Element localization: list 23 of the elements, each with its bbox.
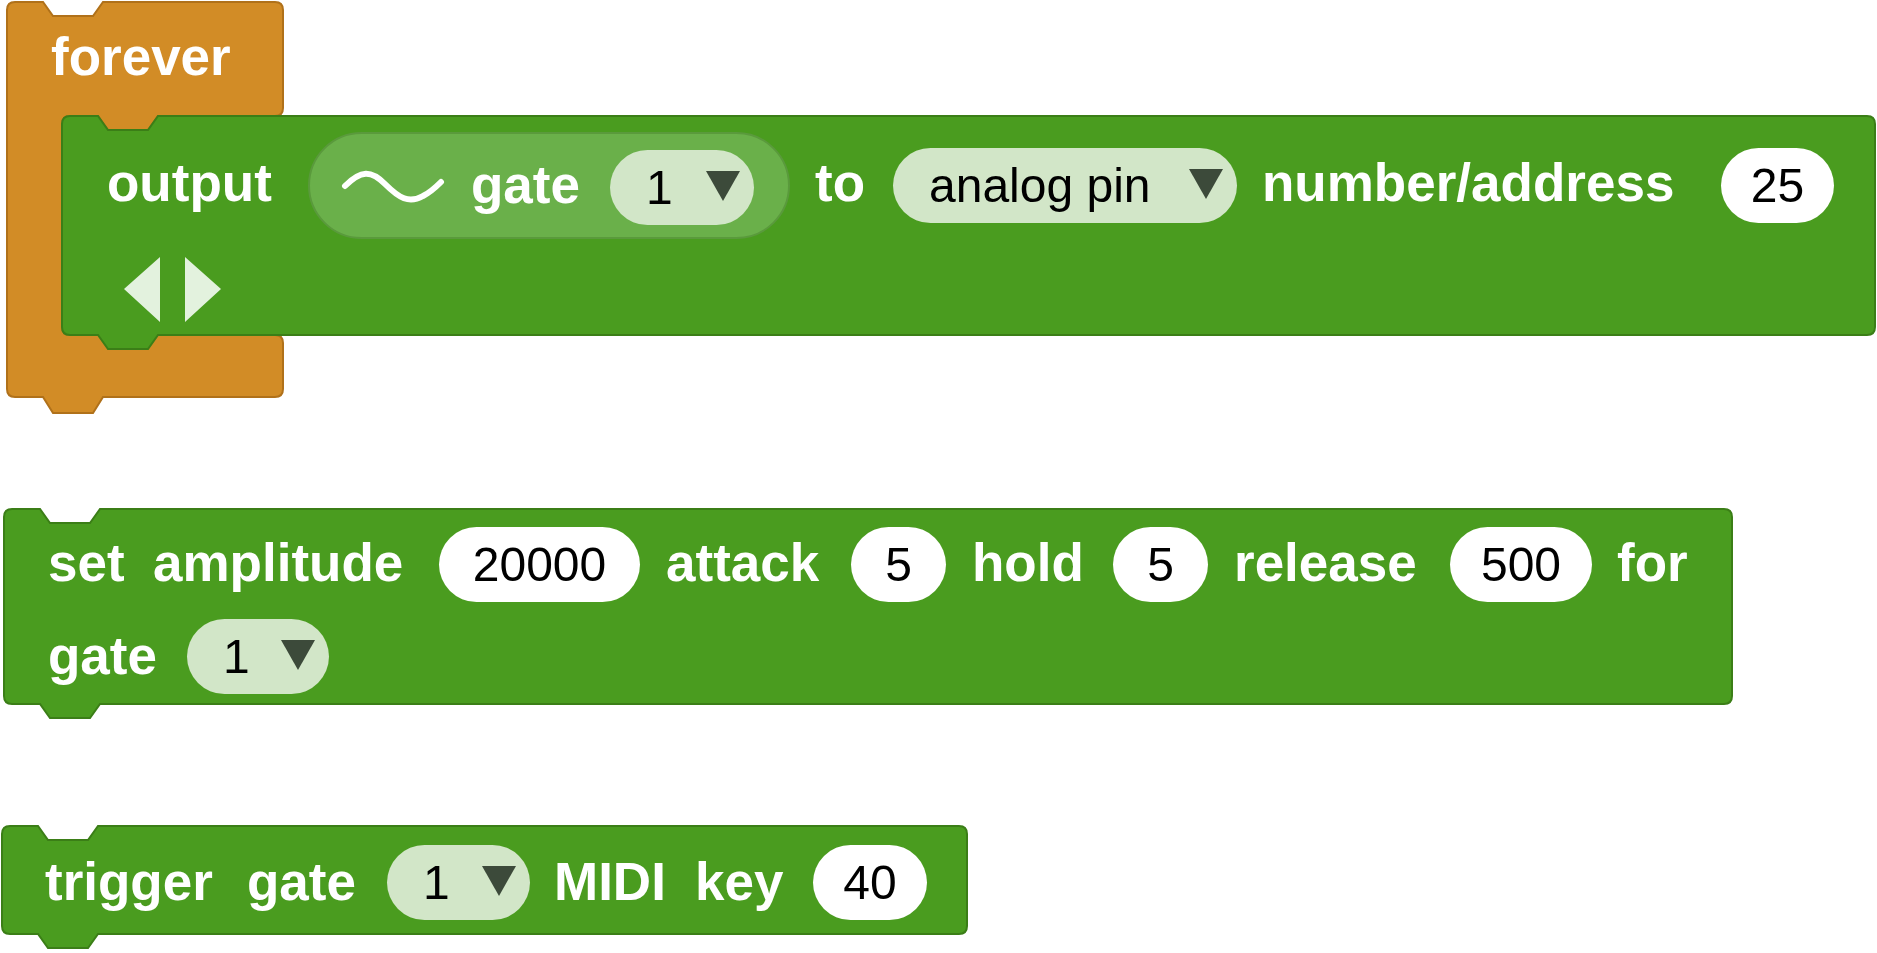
- block-label: set: [48, 533, 125, 593]
- block-label: key: [695, 852, 784, 912]
- block-label: output: [107, 153, 272, 213]
- block-label: forever: [51, 27, 231, 87]
- block-label: release: [1234, 533, 1417, 593]
- block-label: for: [1617, 533, 1688, 593]
- block-label: gate: [247, 852, 356, 912]
- block-label: MIDI: [554, 852, 666, 912]
- block-label: amplitude: [153, 533, 404, 593]
- block-label: gate: [48, 626, 157, 686]
- dropdown: analog pin: [893, 148, 1237, 223]
- block-label: to: [815, 153, 866, 213]
- block-label: number/address: [1262, 153, 1675, 213]
- block-label: hold: [972, 533, 1084, 593]
- block-label: gate: [471, 155, 580, 215]
- loop-block: [7, 2, 283, 413]
- statement-block: [62, 116, 1875, 351]
- statement-block: [4, 509, 1732, 720]
- statement-block: [2, 826, 967, 950]
- number-field: 20000: [439, 527, 640, 602]
- dropdown: 1: [610, 150, 754, 225]
- block-label: trigger: [45, 852, 213, 912]
- block-label: attack: [666, 533, 820, 593]
